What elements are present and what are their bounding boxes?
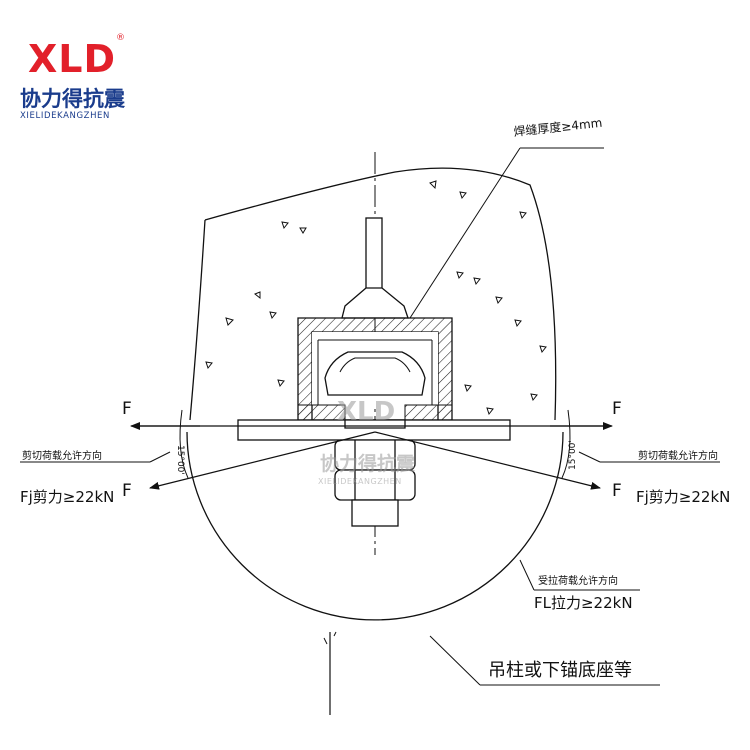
force-label-right-top: F [612,399,622,419]
concrete-ceiling [189,167,557,421]
aggregate-marks [205,180,547,416]
leader-lines [20,147,720,686]
logo-name-cn: 协力得抗震 [20,87,126,111]
tension-direction-label: 受拉荷载允许方向 [538,574,618,587]
angle-arc-left [179,409,189,479]
watermark-name-en: XIELIDEKANGZHEN [318,477,402,486]
shear-value-right-label: Fj剪力≥22kN [636,488,730,506]
shear-line-right [374,431,601,490]
anchor-head [341,287,409,319]
logo-name-en: XIELIDEKANGZHEN [20,111,110,121]
force-label-right-bottom: F [612,481,622,501]
shear-direction-right-label: 剪切荷载允许方向 [638,449,718,462]
tension-value-label: FL拉力≥22kN [534,594,633,612]
logo-registered: ® [116,33,125,43]
angle-arc-right [561,409,571,479]
shear-value-left-label: Fj剪力≥22kN [20,488,114,506]
centerline-lower-tick [323,637,328,645]
company-logo: XLD ® 协力得抗震 XIELIDEKANGZHEN [20,33,126,121]
concrete-outline [189,167,557,421]
force-label-left-top: F [122,399,132,419]
base-caption: 吊柱或下锚底座等 [488,660,632,681]
watermark-mark: XLD [337,397,395,427]
shear-direction-left-label: 剪切荷载允许方向 [22,449,102,462]
embedded-anchor [341,217,409,319]
bolt-assembly [334,419,416,527]
bolt-tail [351,499,399,527]
shear-line-left [149,431,376,490]
t-bolt-head [324,351,426,396]
channel-profile [297,317,453,421]
watermark: XLD 协力得抗震 XIELIDEKANGZHEN [318,397,416,486]
angle-right-label: 15°00' [568,440,578,470]
angle-left-label: 15°00' [175,445,185,475]
force-label-left-bottom: F [122,481,132,501]
logo-mark: XLD [28,37,116,81]
watermark-name-cn: 协力得抗震 [320,452,416,475]
centerline-lower-tick2 [333,631,337,637]
weld-thickness-label: 焊缝厚度≥4mm [513,115,603,139]
tension-zone-arc [186,431,564,621]
anchor-rod [365,217,383,294]
